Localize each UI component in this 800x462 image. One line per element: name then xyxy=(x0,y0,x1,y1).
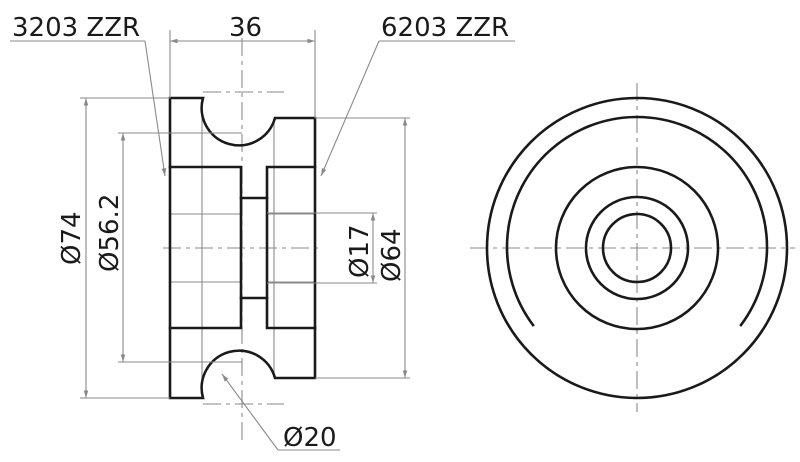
width-label: 36 xyxy=(229,13,262,43)
right-bearing xyxy=(265,165,317,330)
left-bearing xyxy=(168,165,243,330)
bore-circle xyxy=(601,212,673,284)
outer-circle xyxy=(485,96,789,400)
groove-diameter-label: Ø20 xyxy=(283,423,337,453)
bearing-inner-circle xyxy=(584,195,690,301)
side-view: 36 Ø74 Ø56.2 Ø17 Ø64 3203 ZZR 6203 ZZR Ø xyxy=(10,13,515,453)
flange-diameter-label: Ø64 xyxy=(377,228,407,282)
right-bearing-label: 6203 ZZR xyxy=(381,13,509,43)
flange-arc xyxy=(505,115,769,327)
outer-diameter-label: Ø74 xyxy=(57,211,87,265)
bearing-outer-circle xyxy=(554,165,720,331)
bore-diameter-label: Ø17 xyxy=(345,224,375,278)
front-view xyxy=(470,83,795,412)
left-bearing-label: 3203 ZZR xyxy=(12,13,140,43)
groove-bottom-diameter-label: Ø56.2 xyxy=(95,194,125,272)
